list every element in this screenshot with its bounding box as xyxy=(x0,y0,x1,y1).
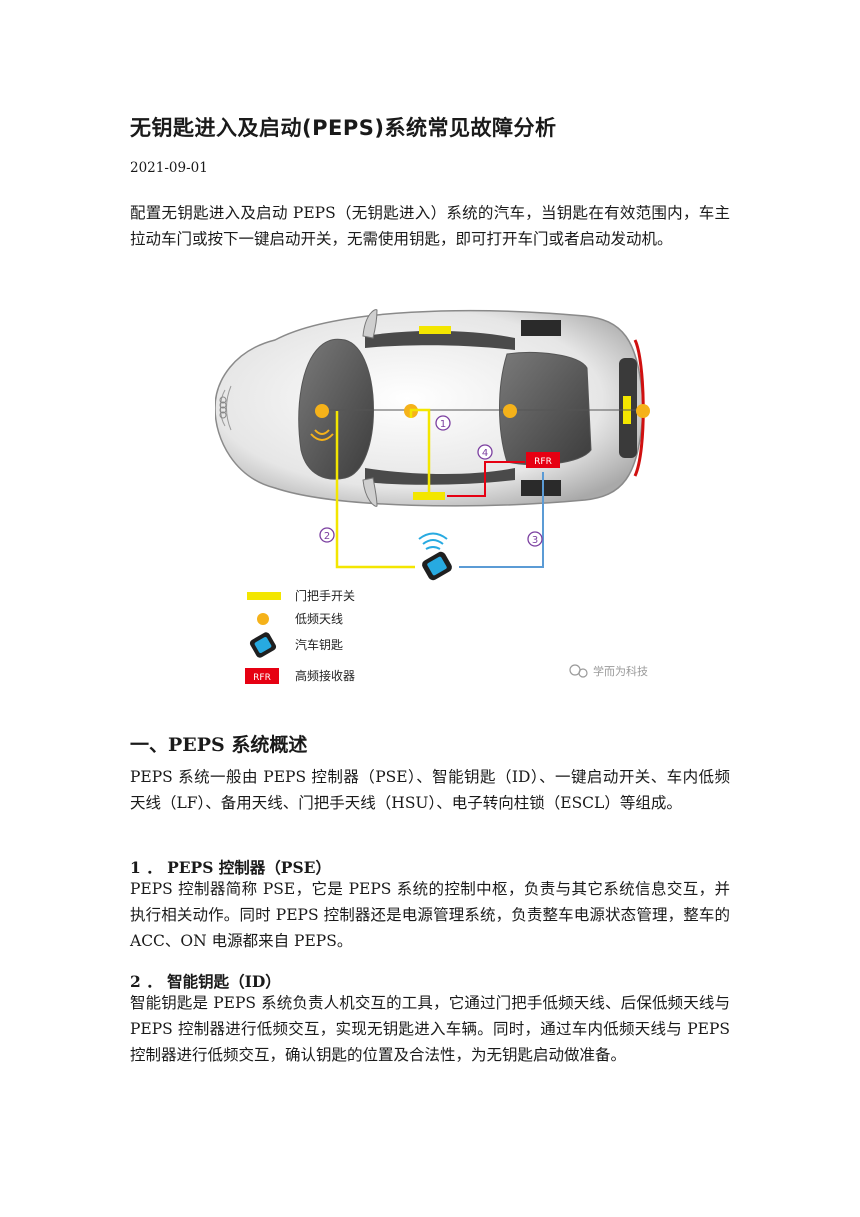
rfr-receiver: RFR xyxy=(526,452,560,468)
intro-paragraph: 配置无钥匙进入及启动 PEPS（无钥匙进入）系统的汽车，当钥匙在有效范围内，车主… xyxy=(130,204,730,248)
legend-label-door-switch: 门把手开关 xyxy=(295,588,355,603)
step-label-3: 3 xyxy=(532,535,538,546)
legend-label-lf-antenna: 低频天线 xyxy=(295,612,343,626)
door-handle-switch-bottom xyxy=(413,492,445,500)
watermark: 学而为科技 xyxy=(569,664,648,678)
legend-key-icon xyxy=(249,632,277,658)
step-label-1: 1 xyxy=(440,419,446,430)
legend-label-rfr: 高频接收器 xyxy=(295,668,355,683)
svg-text:RFR: RFR xyxy=(253,673,271,683)
peps-diagram: RFR 1 2 3 4 门把手开关 低频 xyxy=(215,300,675,700)
article-date: 2021-09-01 xyxy=(130,160,208,176)
smart-key-icon xyxy=(418,532,452,581)
legend: 门把手开关 低频天线 汽车钥匙 RFR 高频接收器 xyxy=(245,588,355,684)
section-body: PEPS 系统一般由 PEPS 控制器（PSE）、智能钥匙（ID）、一键启动开关… xyxy=(130,768,730,812)
door-handle-switch-top xyxy=(419,326,451,334)
svg-text:RFR: RFR xyxy=(534,457,552,467)
section-heading: 一、PEPS 系统概述 xyxy=(130,734,308,756)
legend-label-car-key: 汽车钥匙 xyxy=(295,637,343,652)
subsection-heading-controller: 1 ． PEPS 控制器（PSE） xyxy=(130,858,331,877)
lf-antenna-trunk xyxy=(636,404,650,418)
subsection-heading-smart-key: 2 ． 智能钥匙（ID） xyxy=(130,972,281,991)
article-title: 无钥匙进入及启动(PEPS)系统常见故障分析 xyxy=(130,116,557,140)
step-label-2: 2 xyxy=(324,531,330,542)
lf-antenna-rear xyxy=(503,404,517,418)
subsection-body-smart-key: 智能钥匙是 PEPS 系统负责人机交互的工具，它通过门把手低频天线、后保低频天线… xyxy=(130,994,730,1064)
subsection-body-controller: PEPS 控制器简称 PSE，它是 PEPS 系统的控制中枢，负责与其它系统信息… xyxy=(130,880,730,950)
lf-antenna-front xyxy=(310,404,334,441)
step-label-4: 4 xyxy=(482,448,488,459)
svg-text:学而为科技: 学而为科技 xyxy=(593,664,648,678)
